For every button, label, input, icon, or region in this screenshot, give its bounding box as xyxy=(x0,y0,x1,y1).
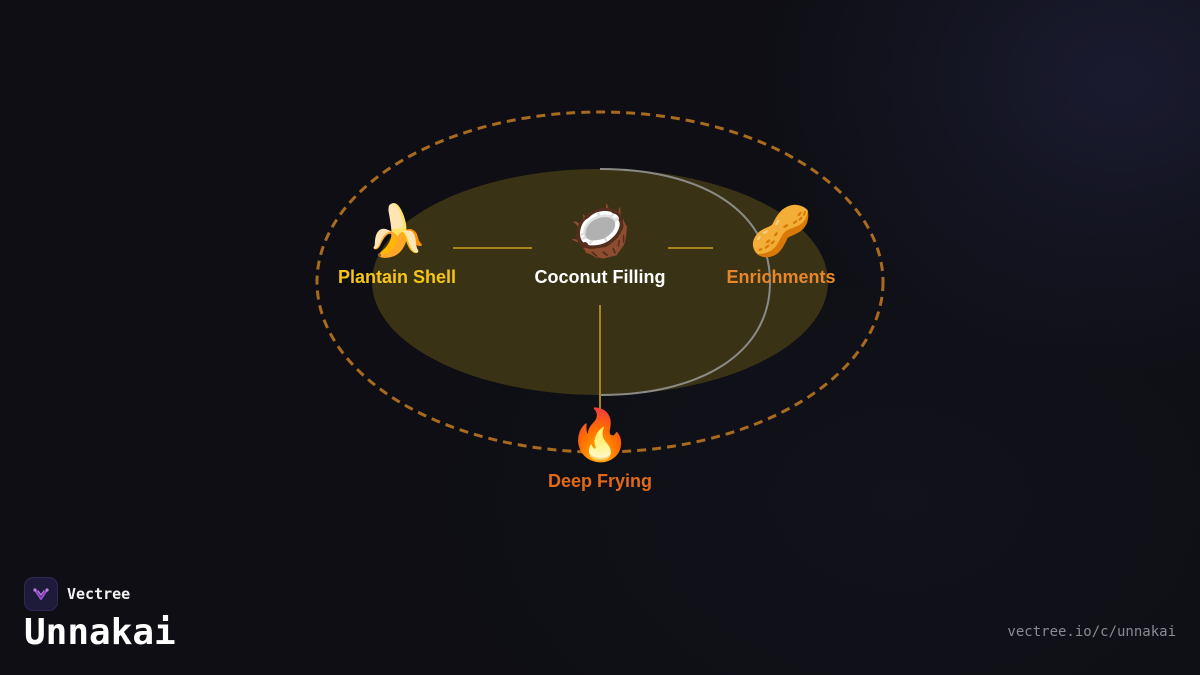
inner-filling-ellipse xyxy=(372,169,828,395)
node-coconut-filling: 🥥 Coconut Filling xyxy=(500,201,700,288)
banana-icon: 🍌 xyxy=(365,203,429,259)
enclosure-arc xyxy=(599,168,772,396)
fire-icon: 🔥 xyxy=(568,407,632,463)
brand[interactable]: Vectree xyxy=(24,577,130,611)
node-label-plantain-shell: Plantain Shell xyxy=(337,267,457,287)
brand-name: Vectree xyxy=(67,585,131,603)
node-label-deep-frying: Deep Frying xyxy=(547,471,653,491)
node-enrichments: 🥜 Enrichments xyxy=(681,201,881,288)
node-label-coconut-filling: Coconut Filling xyxy=(534,267,666,287)
page-url[interactable]: vectree.io/c/unnakai xyxy=(1007,624,1176,640)
page-title: Unnakai xyxy=(24,612,176,653)
vectree-logo-icon xyxy=(24,577,58,611)
node-label-enrichments: Enrichments xyxy=(726,267,836,287)
outer-shell-ring xyxy=(315,110,885,454)
node-plantain-shell: 🍌 Plantain Shell xyxy=(297,201,497,288)
node-deep-frying: 🔥 Deep Frying xyxy=(500,405,700,492)
coconut-icon: 🥥 xyxy=(568,203,632,259)
peanut-icon: 🥜 xyxy=(749,203,813,259)
